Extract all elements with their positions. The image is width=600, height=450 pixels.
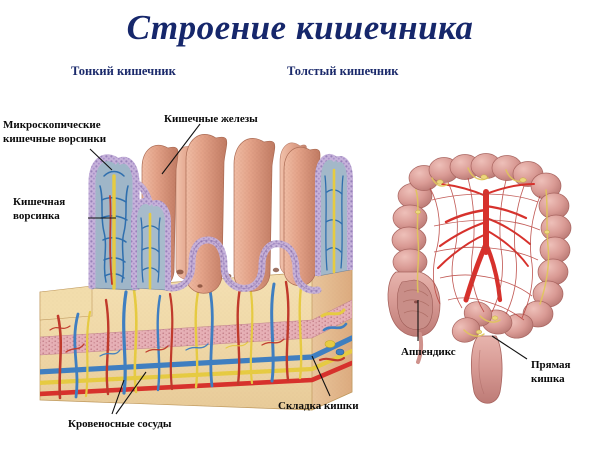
page-title: Строение кишечника (126, 8, 474, 47)
label-intestinal-fold: Складка кишки (278, 400, 359, 412)
intestinal-wall-block (39, 251, 353, 411)
section-label-large-intestine: Толстый кишечник (287, 64, 399, 78)
mesenteric-arteries (437, 183, 535, 303)
descending-colon (522, 192, 572, 328)
label-rectum: Прямая кишка (531, 358, 571, 386)
label-rectum-line1: Прямая (531, 359, 571, 371)
lymph-nodes (415, 174, 550, 335)
large-intestine-illustration (387, 153, 572, 404)
cut-face-vessels (318, 308, 348, 362)
label-villus-line1: Кишечная (13, 196, 66, 208)
label-microvilli-line1: Микроскопические (3, 119, 101, 131)
vascular-arcades (429, 177, 541, 321)
leader-fold (311, 355, 331, 397)
label-appendix: Аппендикс (401, 346, 456, 358)
cecum (387, 271, 441, 337)
villus-cross-section-right (315, 153, 353, 277)
appendix-shape (416, 332, 424, 364)
section-label-small-intestine: Тонкий кишечник (71, 64, 176, 78)
label-villus: Кишечная ворсинка (13, 195, 65, 223)
label-microvilli: Микроскопические кишечные ворсинки (3, 118, 106, 146)
label-intestinal-glands: Кишечные железы (164, 113, 258, 125)
villus-cross-section (88, 154, 140, 291)
ascending-colon (391, 182, 433, 276)
leader-vessels-a (111, 379, 125, 415)
label-villus-line2: ворсинка (13, 210, 60, 222)
intestinal-villi (88, 134, 353, 294)
label-blood-vessels: Кровеносные сосуды (68, 418, 172, 430)
villus-cross-section-secondary (131, 197, 171, 291)
label-microvilli-line2: кишечные ворсинки (3, 133, 107, 145)
rectum (470, 335, 503, 404)
leader-glands (161, 123, 201, 175)
label-rectum-line2: кишка (531, 373, 565, 385)
leader-microvilli (89, 148, 113, 171)
leader-vessels-b (115, 371, 147, 415)
leader-lines (88, 123, 528, 415)
leader-rectum (491, 335, 528, 360)
transverse-colon (408, 153, 562, 200)
